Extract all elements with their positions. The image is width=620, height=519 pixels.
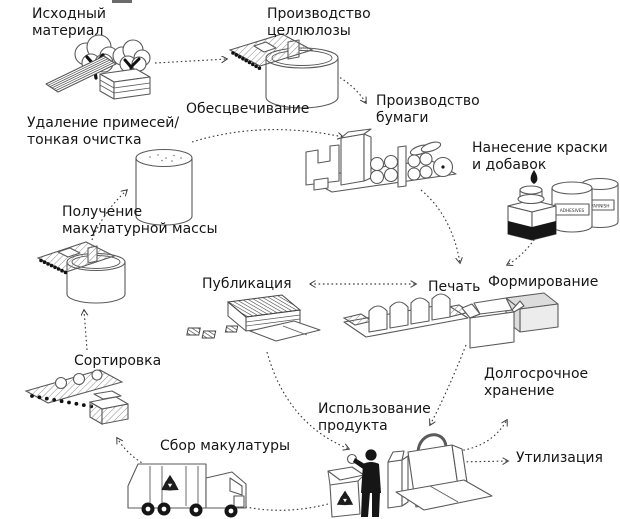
conveyor-dots xyxy=(231,51,262,70)
cropped-artifact xyxy=(112,0,132,3)
sorting-conveyor-icon xyxy=(24,369,129,425)
recycling-truck-icon xyxy=(127,463,247,518)
label-disposal: Утилизация xyxy=(516,450,603,466)
arrow-printing-to-product xyxy=(430,344,467,425)
arrow-paper-to-printing xyxy=(420,189,460,263)
ink-bottle-icon xyxy=(507,170,557,241)
label-printing: Печать xyxy=(428,279,481,295)
varnish-label: VARNISH xyxy=(590,204,609,210)
conveyor-dots xyxy=(39,258,68,275)
truck-wheels xyxy=(141,502,238,518)
arrow-source-to-pulp xyxy=(154,59,227,64)
paper-machine-icon xyxy=(305,128,457,193)
label-long-term-storage: Долгосрочное хранение xyxy=(484,366,589,400)
arrow-pulping-to-cleaning xyxy=(91,190,127,241)
label-product-use: Использование продукта xyxy=(318,401,431,435)
open-box-icon xyxy=(461,297,525,349)
products-bag-icon xyxy=(387,433,493,511)
label-collection: Сбор макулатуры xyxy=(160,438,291,454)
arrow-product-to-storage xyxy=(458,420,507,452)
books-magazine-icon xyxy=(186,294,321,342)
label-pulp-production: Производство целлюлозы xyxy=(267,6,371,40)
label-recovered-pulp: Получение макулатурной массы xyxy=(62,204,218,238)
arrow-bleaching xyxy=(191,129,343,143)
tank-speckles xyxy=(149,154,182,162)
arrow-publication-to-use xyxy=(266,351,349,449)
label-paper-production: Производство бумаги xyxy=(376,93,480,127)
pulping-vat-icon xyxy=(228,33,339,109)
ink-and-barrels-icon: VARNISH ADHESIVES xyxy=(507,170,619,241)
trees-and-logs-icon xyxy=(45,0,151,100)
label-impurity-removal: Удаление примесей/ тонкая очистка xyxy=(27,115,180,149)
label-source-material: Исходный материал xyxy=(32,6,107,40)
label-coating: Нанесение краски и добавок xyxy=(472,140,608,174)
label-sorting: Сортировка xyxy=(74,353,162,369)
arrow-sorting-to-pulping xyxy=(84,310,87,351)
person-recycle-bin-icon xyxy=(327,449,381,518)
flow-arrows xyxy=(84,59,538,511)
cleaning-tank-icon xyxy=(135,148,193,226)
open-magazine-icon xyxy=(186,320,321,342)
milk-carton-icon xyxy=(387,450,409,509)
logs-icon xyxy=(45,55,117,93)
person-silhouette xyxy=(353,449,381,517)
arrow-truck-to-sorting xyxy=(117,438,150,468)
label-publication: Публикация xyxy=(202,276,292,292)
cardboard-boxes-icon xyxy=(461,292,559,349)
label-bleaching: Обесцвечивание xyxy=(186,101,310,117)
newspaper-icon xyxy=(395,479,493,511)
recycle-bin-icon xyxy=(327,466,365,518)
adhesives-label: ADHESIVES xyxy=(560,208,585,214)
recovered-pulp-vat-icon xyxy=(36,241,126,304)
adhesives-barrel-icon: ADHESIVES xyxy=(551,181,593,233)
arrow-coating-to-forming xyxy=(507,235,538,265)
printing-press-icon xyxy=(342,293,472,338)
arrow-bin-to-truck xyxy=(201,492,329,511)
paper-stack-icon xyxy=(99,68,151,100)
arrow-product-to-disposal xyxy=(457,461,508,462)
sorted-bundles-icon xyxy=(89,390,129,425)
label-forming: Формирование xyxy=(488,274,599,290)
ink-drop-icon xyxy=(530,170,538,184)
